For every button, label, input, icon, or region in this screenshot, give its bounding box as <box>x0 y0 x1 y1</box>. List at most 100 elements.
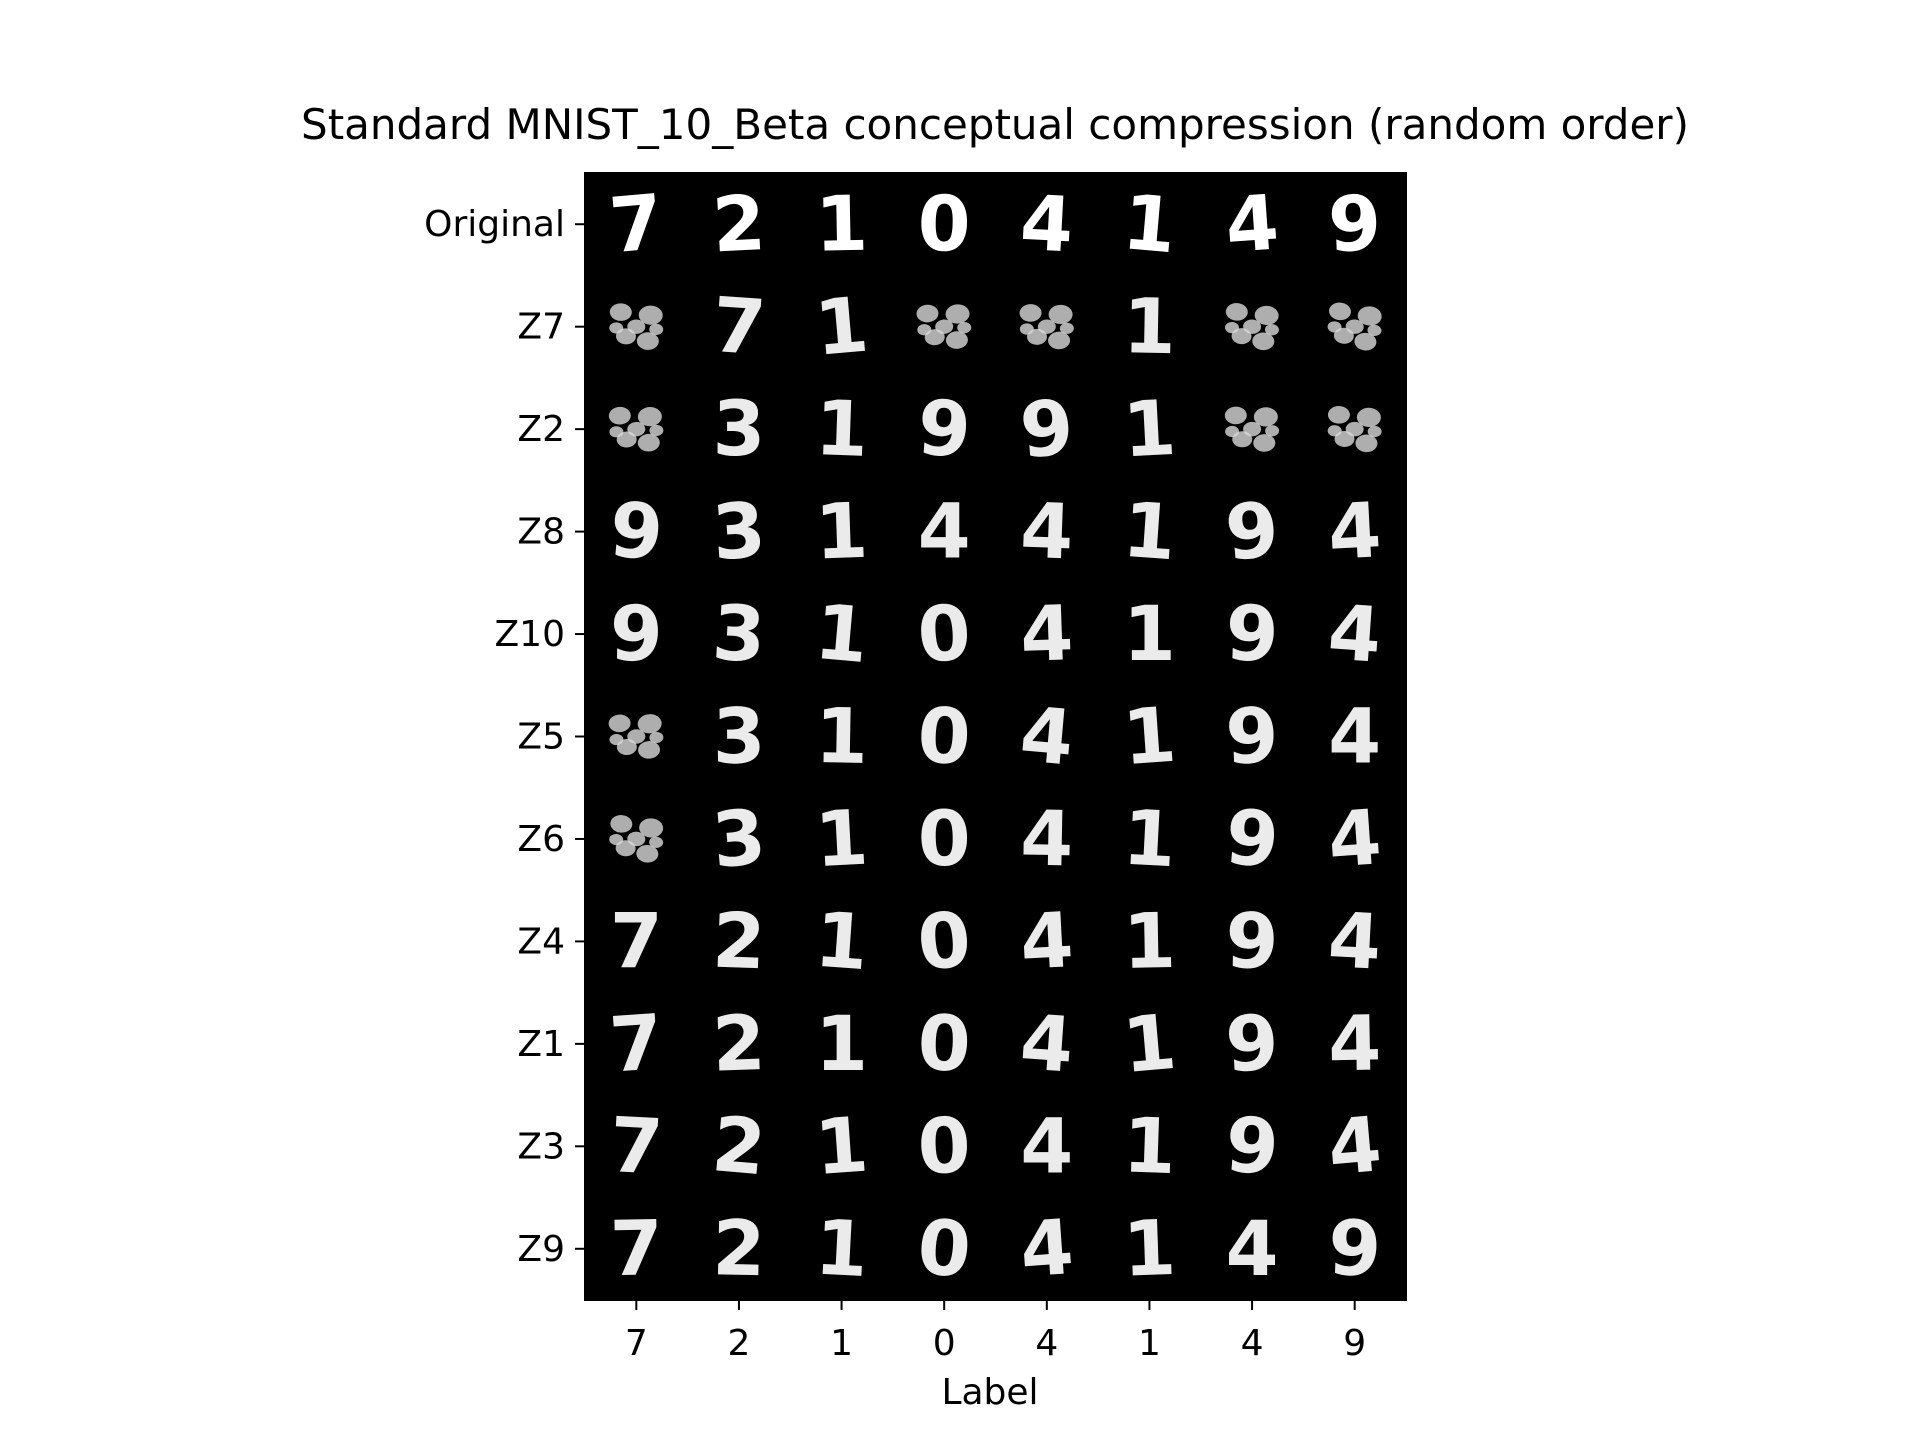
digit-cell: 9 <box>606 484 666 577</box>
blur-blob <box>945 331 968 349</box>
blur-blob <box>957 322 972 334</box>
digit-cell: 7 <box>607 997 666 1089</box>
x-tick-label: 4 <box>1035 1323 1058 1364</box>
digit-cell: 1 <box>813 1202 870 1294</box>
blur-blob <box>609 733 624 746</box>
blur-blob <box>637 433 660 452</box>
blur-blob <box>1328 302 1351 321</box>
blur-blob <box>636 844 659 863</box>
digit-cell: 1 <box>814 179 868 269</box>
digit-cell: 1 <box>1119 177 1179 270</box>
blurred-digit-cell <box>1224 303 1279 351</box>
digit-cell: 7 <box>608 1100 665 1192</box>
digit-cell: 2 <box>710 178 767 270</box>
blur-blob <box>649 323 664 335</box>
digit-cell: 0 <box>917 793 971 883</box>
digit-cell: 2 <box>709 1099 769 1192</box>
digit-cell: 1 <box>1123 589 1176 678</box>
blur-blob <box>1327 406 1350 424</box>
digit-cell: 4 <box>1328 692 1381 781</box>
blur-blob <box>649 731 664 744</box>
digit-cell: 4 <box>1017 689 1077 782</box>
digit-cell: 4 <box>1226 1204 1279 1293</box>
blur-blob <box>609 833 624 846</box>
blur-blob <box>627 831 646 847</box>
blur-blob <box>1345 421 1364 437</box>
blur-blob <box>649 424 664 437</box>
blur-blob <box>924 329 945 346</box>
digit-cell: 4 <box>1326 485 1383 577</box>
digit-cell: 7 <box>610 896 663 985</box>
y-tick-label: Z3 <box>517 1126 565 1167</box>
blur-blob <box>1243 421 1262 437</box>
blur-blob <box>609 303 632 321</box>
x-tick-label: 7 <box>625 1323 648 1364</box>
digit-cell: 0 <box>917 179 971 269</box>
blur-blob <box>917 324 932 336</box>
blur-blob <box>1232 431 1253 448</box>
digit-cell: 4 <box>1327 998 1381 1088</box>
digit-cell: 0 <box>914 1202 974 1295</box>
x-tick-label: 0 <box>933 1323 956 1364</box>
digit-cell: 2 <box>712 1203 766 1293</box>
blurred-digit-cell <box>1019 304 1074 350</box>
blurred-digit-cell <box>1327 406 1382 453</box>
digit-cell: 1 <box>1122 281 1176 371</box>
digit-cell: 4 <box>1018 178 1075 270</box>
digit-cell: 9 <box>1223 1100 1282 1192</box>
digit-cell: 0 <box>914 894 974 987</box>
x-tick-label: 1 <box>1138 1323 1161 1364</box>
digit-cell: 4 <box>1017 997 1076 1089</box>
blurred-digit-cell <box>608 714 664 759</box>
digit-cell: 1 <box>1119 997 1179 1090</box>
blur-blob <box>1356 407 1381 427</box>
blurred-digit-cell <box>1327 302 1382 351</box>
blur-blob <box>1243 319 1262 334</box>
digit-cell: 4 <box>1018 895 1075 987</box>
y-tick-label: Z9 <box>517 1229 565 1270</box>
blur-blob <box>1026 328 1047 345</box>
digit-cell: 0 <box>916 998 972 1089</box>
blurred-digit-cell <box>608 406 664 452</box>
blurred-digit-cell <box>609 303 664 350</box>
y-tick-label: Z6 <box>517 819 565 860</box>
blur-blob <box>1224 322 1239 334</box>
blur-blob <box>945 304 970 324</box>
blur-blob <box>1048 304 1073 325</box>
blur-blob <box>608 406 631 425</box>
digit-cell: 1 <box>812 895 871 987</box>
digit-cell: 4 <box>1017 1202 1076 1294</box>
digit-cell: 4 <box>1019 486 1075 577</box>
blur-blob <box>638 741 661 759</box>
digit-cell: 1 <box>814 383 870 474</box>
y-tick-label: Z7 <box>517 307 565 348</box>
digit-cell: 3 <box>710 588 767 680</box>
digit-cell: 4 <box>1326 895 1383 987</box>
digit-cell: 1 <box>1121 383 1178 475</box>
blur-blob <box>1224 406 1247 425</box>
blur-blob <box>1059 322 1074 334</box>
digit-cell: 9 <box>1222 484 1282 577</box>
y-tick-label: Z4 <box>517 921 565 962</box>
digit-cell: 1 <box>1122 896 1176 986</box>
digit-cell: 7 <box>709 280 768 372</box>
digit-cell: 4 <box>1223 177 1282 269</box>
digit-cell: 1 <box>1121 1100 1177 1191</box>
digit-cell: 4 <box>1020 793 1074 883</box>
digit-cell: 1 <box>1120 485 1179 577</box>
digit-cell: 9 <box>1224 691 1280 782</box>
digit-cell: 3 <box>712 691 766 781</box>
digit-cell: 2 <box>711 896 767 987</box>
digit-cell: 1 <box>814 691 868 781</box>
blurred-digit-cell <box>916 304 972 349</box>
blur-blob <box>1367 425 1382 438</box>
blur-blob <box>616 739 637 756</box>
digit-cell: 9 <box>1017 382 1077 475</box>
y-tick-label: Z10 <box>495 614 565 655</box>
x-axis-label: Label <box>941 1372 1039 1413</box>
y-tick-label: Z5 <box>517 717 565 758</box>
blur-blob <box>1264 324 1279 336</box>
blur-blob <box>1048 331 1071 350</box>
digit-cell: 9 <box>1327 178 1383 269</box>
y-tick-label: Original <box>424 204 565 245</box>
